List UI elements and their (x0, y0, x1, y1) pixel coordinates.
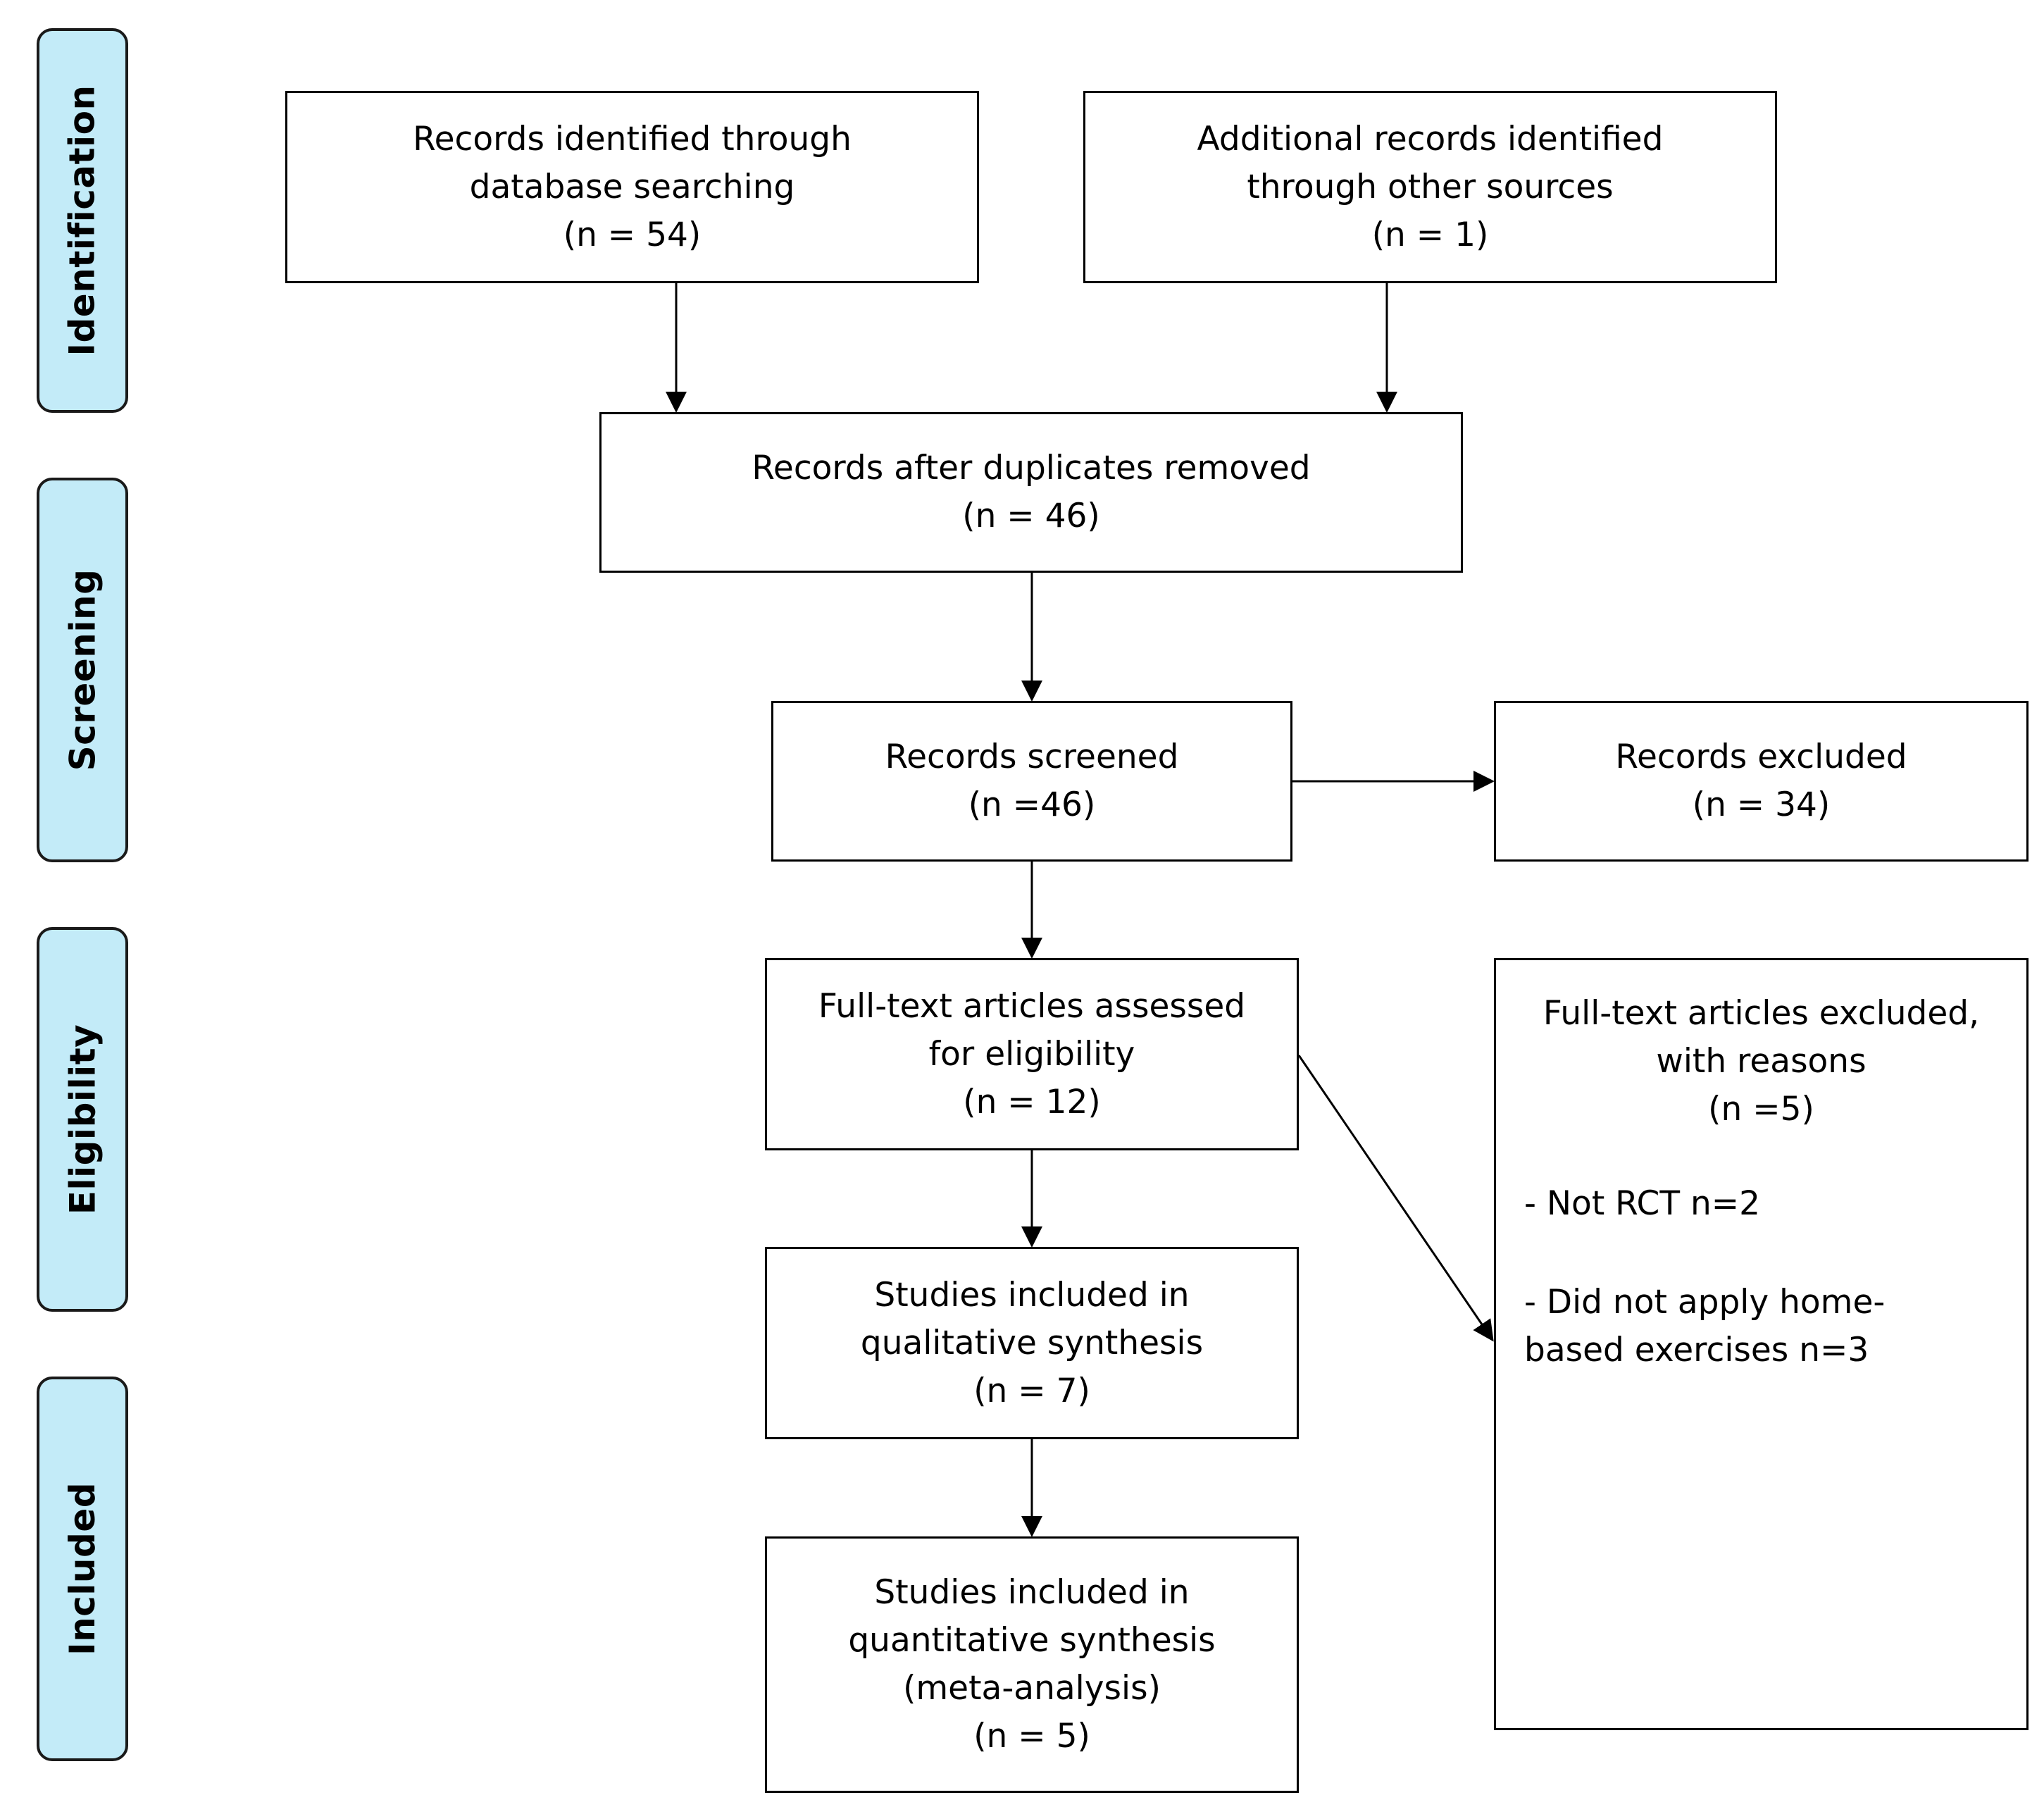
arrow-fulltext-to-excluded (1297, 1055, 1494, 1342)
other-sources-count: (n = 1) (1371, 215, 1489, 254)
duplicates-removed-line1: Records after duplicates removed (752, 449, 1311, 487)
qualitative-line2: qualitative synthesis (860, 1323, 1204, 1362)
qualitative-line1: Studies included in (874, 1275, 1190, 1315)
stage-identification: Identification (37, 28, 128, 413)
records-screened-box: Records screened (n =46) (771, 701, 1292, 862)
exclusion-reason-home-based-line2: based exercises n=3 (1524, 1331, 1869, 1369)
fulltext-excluded-box: Full-text articles excluded, with reason… (1494, 958, 2029, 1730)
stage-identification-label: Identification (62, 85, 104, 356)
stage-included: Included (37, 1377, 128, 1761)
database-records-line1: Records identified through (413, 119, 852, 159)
exclusion-reason-not-rct: - Not RCT n=2 (1524, 1184, 1761, 1223)
fulltext-excluded-line1: Full-text articles excluded, (1543, 994, 1980, 1033)
records-screened-count: (n =46) (968, 785, 1096, 824)
qualitative-synthesis-box: Studies included in qualitative synthesi… (765, 1247, 1299, 1439)
fulltext-excluded-count: (n =5) (1708, 1090, 1814, 1129)
quantitative-line3: (meta-analysis) (903, 1669, 1161, 1708)
database-records-count: (n = 54) (563, 215, 702, 254)
records-excluded-box: Records excluded (n = 34) (1494, 701, 2029, 862)
stage-included-label: Included (62, 1481, 104, 1656)
stage-eligibility-label: Eligibility (62, 1024, 104, 1215)
records-screened-line1: Records screened (885, 738, 1179, 776)
qualitative-count: (n = 7) (973, 1371, 1090, 1410)
exclusion-reason-home-based-line1: - Did not apply home- (1524, 1283, 1886, 1322)
records-excluded-line1: Records excluded (1615, 738, 1907, 776)
quantitative-line2: quantitative synthesis (848, 1621, 1216, 1660)
stage-eligibility: Eligibility (37, 927, 128, 1312)
quantitative-line1: Studies included in (874, 1573, 1190, 1612)
other-sources-line1: Additional records identified (1197, 119, 1664, 159)
stage-screening-label: Screening (62, 569, 104, 771)
fulltext-assessed-count: (n = 12) (963, 1082, 1101, 1122)
duplicates-removed-count: (n = 46) (962, 497, 1100, 535)
fulltext-assessed-box: Full-text articles assessed for eligibil… (765, 958, 1299, 1150)
records-excluded-count: (n = 34) (1692, 785, 1831, 824)
fulltext-assessed-line1: Full-text articles assessed (818, 986, 1246, 1026)
database-records-line2: database searching (469, 167, 795, 206)
database-records-box: Records identified through database sear… (285, 91, 979, 283)
quantitative-count: (n = 5) (973, 1717, 1090, 1756)
other-sources-line2: through other sources (1247, 167, 1614, 206)
quantitative-synthesis-box: Studies included in quantitative synthes… (765, 1536, 1299, 1793)
stage-screening: Screening (37, 478, 128, 862)
fulltext-excluded-line2: with reasons (1656, 1042, 1867, 1081)
fulltext-assessed-line2: for eligibility (928, 1034, 1135, 1074)
duplicates-removed-box: Records after duplicates removed (n = 46… (599, 412, 1463, 573)
other-sources-box: Additional records identified through ot… (1083, 91, 1777, 283)
